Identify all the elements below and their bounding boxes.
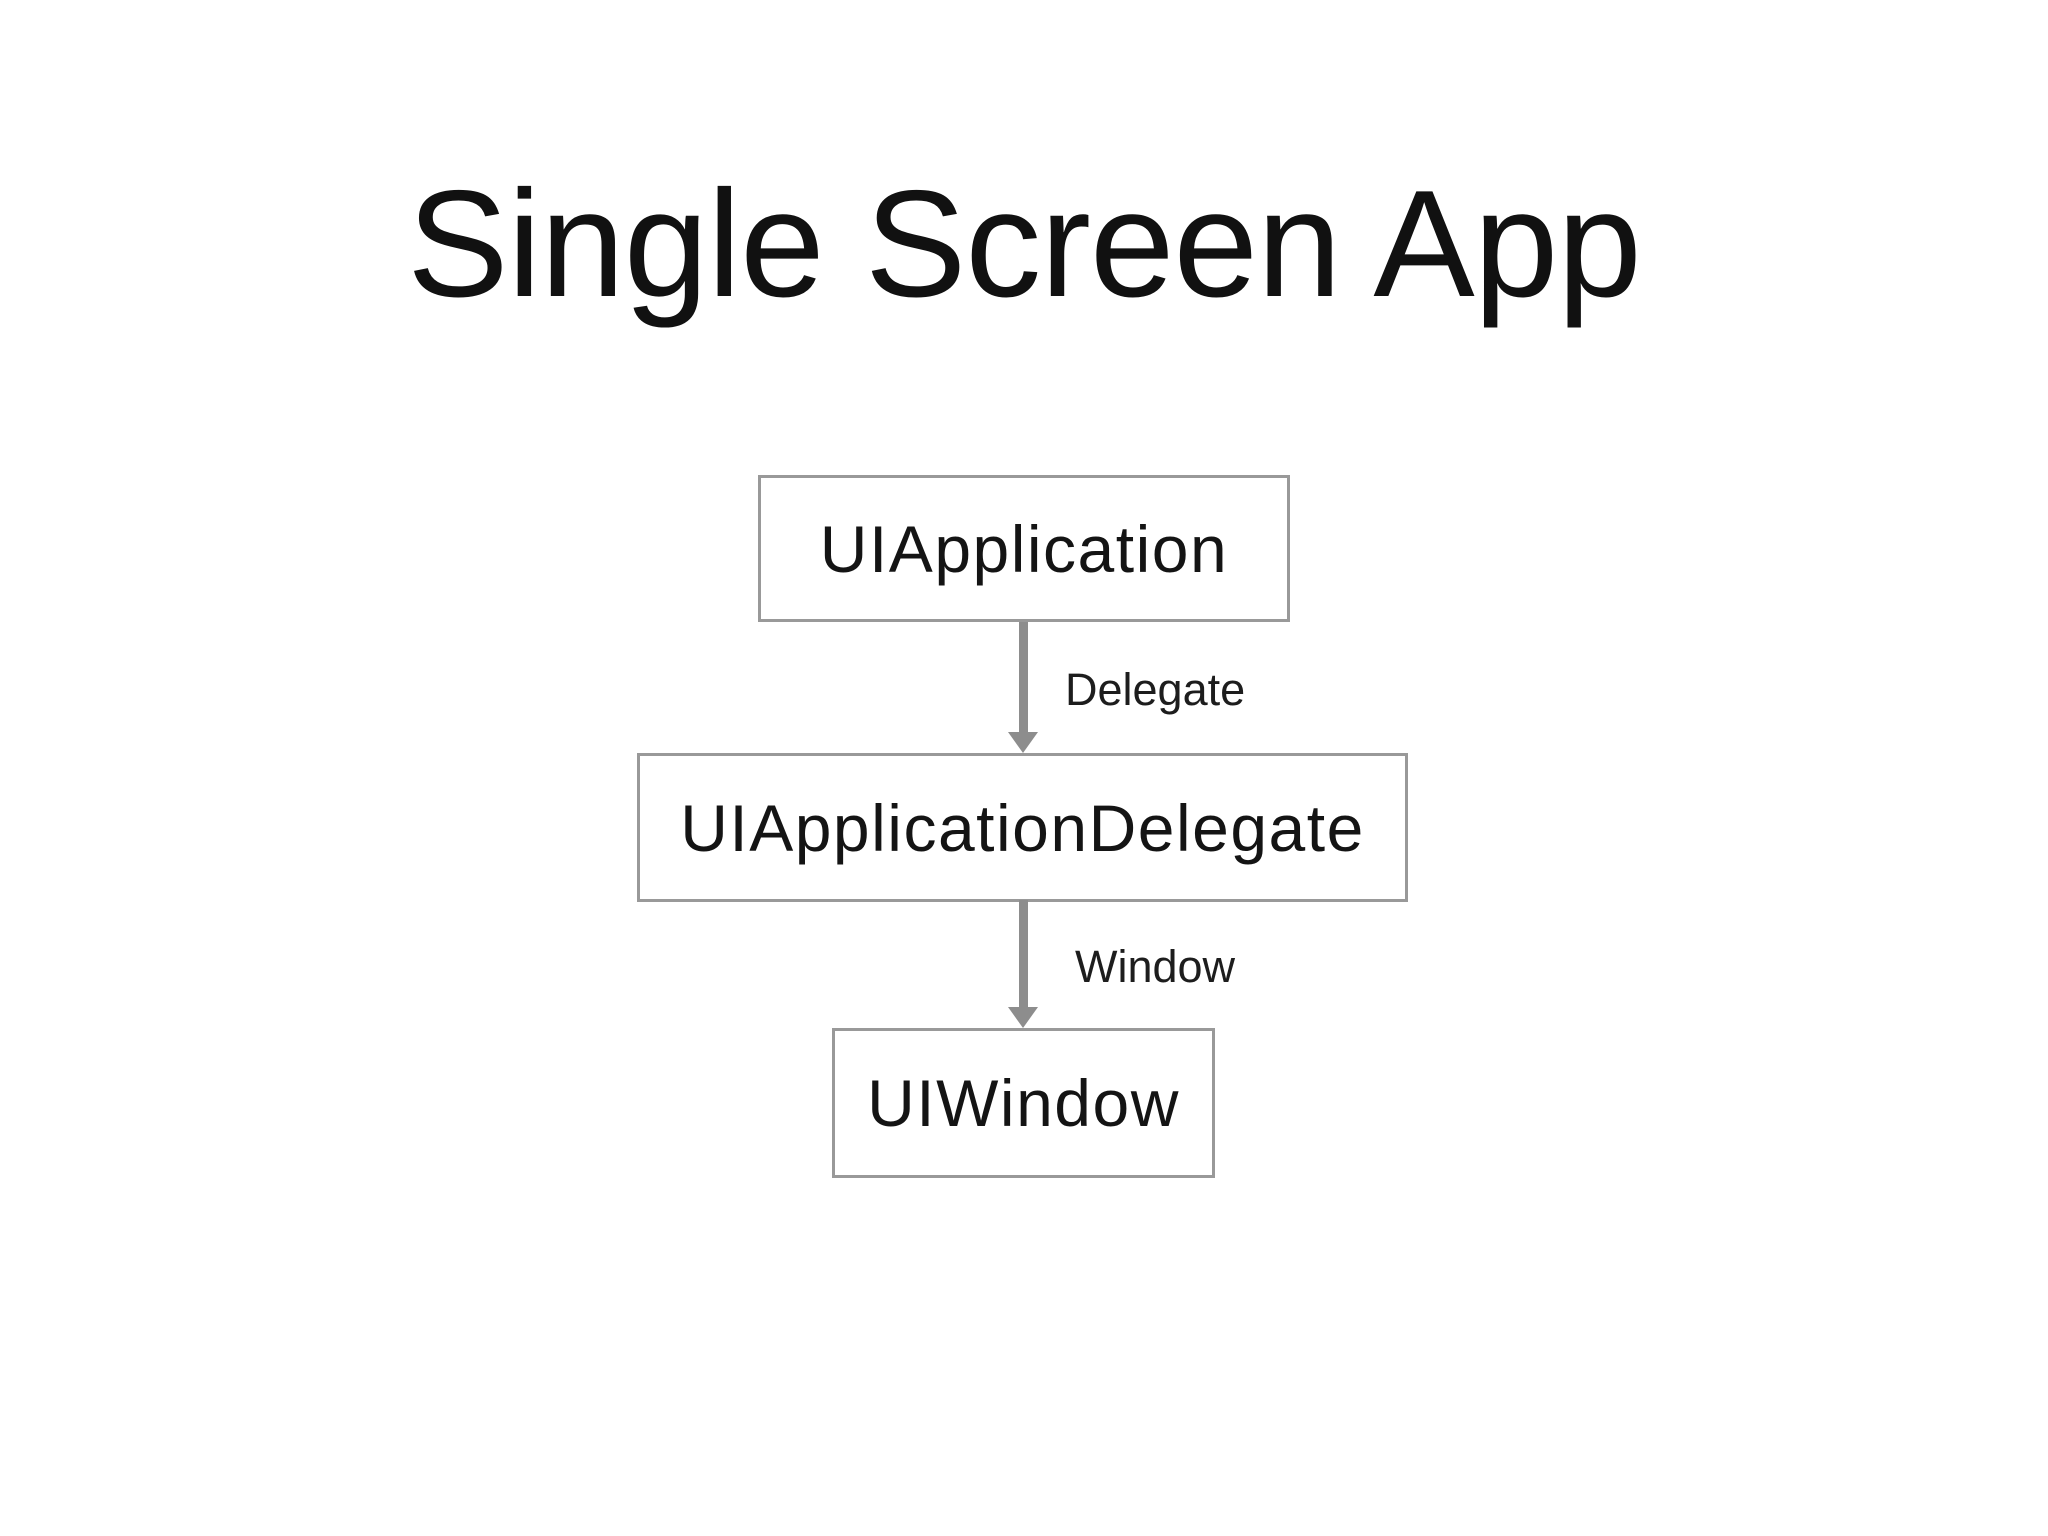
- node-uiwindow-label: UIWindow: [867, 1066, 1180, 1140]
- arrow-down-icon: [1008, 732, 1038, 753]
- node-uiapplication-label: UIApplication: [819, 511, 1229, 586]
- node-uiapplication: UIApplication: [758, 475, 1290, 622]
- arrow-down-icon: [1008, 1007, 1038, 1028]
- arrow-shaft-delegate: [1019, 622, 1028, 734]
- slide-title: Single Screen App: [407, 159, 1642, 329]
- node-uiapplicationdelegate-label: UIApplicationDelegate: [680, 790, 1365, 865]
- edge-label-delegate: Delegate: [1065, 664, 1246, 715]
- arrow-shaft-window: [1019, 900, 1028, 1009]
- edge-label-window: Window: [1075, 941, 1236, 992]
- node-uiapplicationdelegate: UIApplicationDelegate: [637, 753, 1408, 902]
- node-uiwindow: UIWindow: [832, 1028, 1215, 1178]
